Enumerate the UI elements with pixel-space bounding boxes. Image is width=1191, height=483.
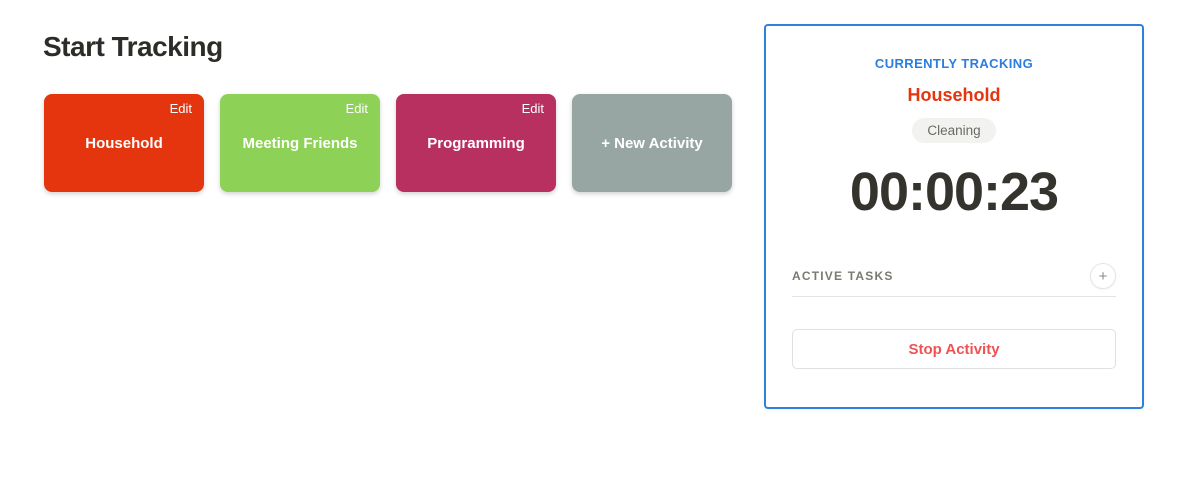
activity-card-label: Household [85, 134, 163, 152]
activity-card-household[interactable]: Edit Household [44, 94, 204, 192]
edit-button[interactable]: Edit [521, 101, 544, 116]
activity-card-label: Meeting Friends [242, 134, 358, 152]
edit-button[interactable]: Edit [345, 101, 368, 116]
add-task-button[interactable]: + [1090, 263, 1116, 289]
currently-tracking-label: CURRENTLY TRACKING [874, 56, 1034, 71]
activity-card-meeting-friends[interactable]: Edit Meeting Friends [220, 94, 380, 192]
active-tasks-row: ACTIVE TASKS + [792, 263, 1116, 289]
currently-tracking-panel: CURRENTLY TRACKING Household Cleaning 00… [764, 24, 1144, 409]
activity-card-label: Programming [427, 134, 525, 152]
tracked-activity-name: Household [907, 85, 1001, 105]
page-title: Start Tracking [43, 31, 223, 62]
new-activity-label: + New Activity [601, 134, 703, 152]
divider [792, 296, 1116, 297]
tracked-task-badge-wrap: Cleaning [792, 118, 1116, 143]
tracked-task-badge: Cleaning [912, 118, 996, 143]
edit-button[interactable]: Edit [169, 101, 192, 116]
active-tasks-label: ACTIVE TASKS [792, 269, 894, 283]
new-activity-card[interactable]: + New Activity [572, 94, 732, 192]
activity-card-programming[interactable]: Edit Programming [396, 94, 556, 192]
timer-display: 00:00:23 [849, 162, 1059, 222]
activity-cards: Edit Household Edit Meeting Friends Edit… [44, 94, 732, 192]
stop-activity-button[interactable]: Stop Activity [792, 329, 1116, 369]
plus-icon: + [1098, 267, 1108, 285]
